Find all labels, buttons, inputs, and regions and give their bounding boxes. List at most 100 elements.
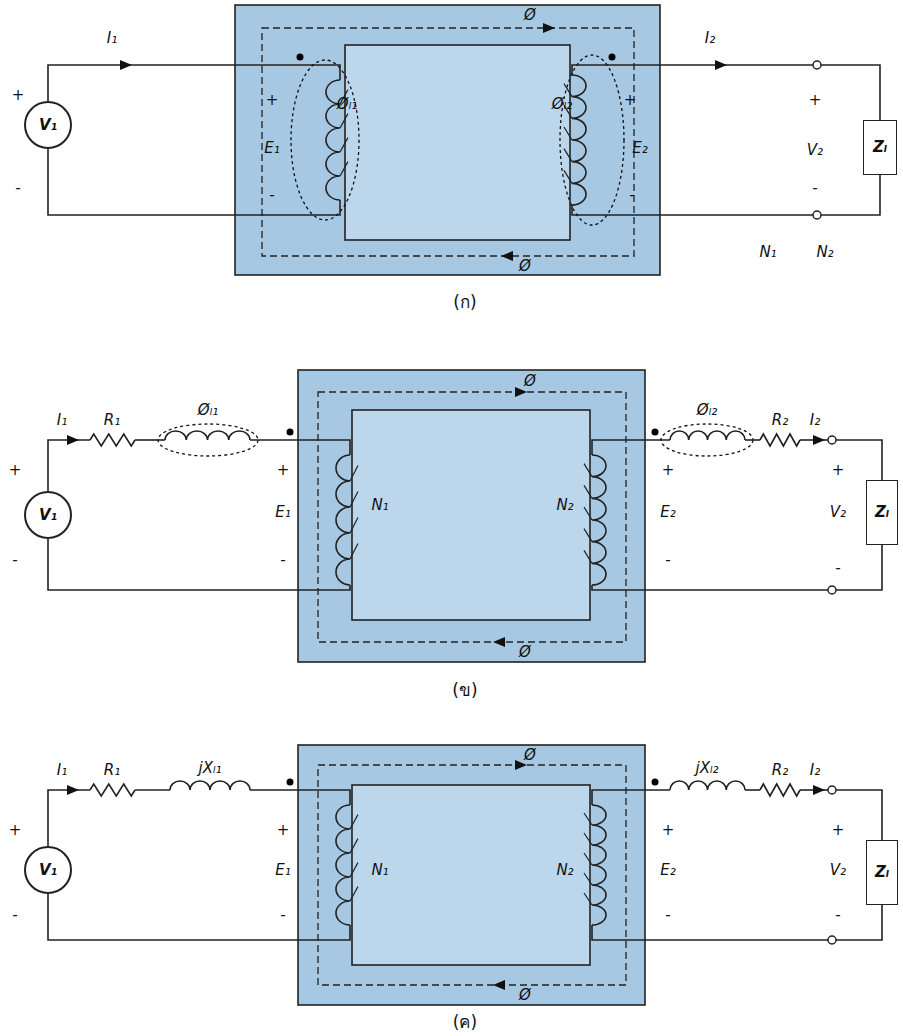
- winding-coil: [350, 543, 358, 559]
- load-impedance: Zₗ: [866, 840, 898, 905]
- symbol-label: E₁: [264, 141, 280, 156]
- wire: [821, 65, 880, 120]
- winding-coil: [584, 853, 592, 865]
- wire: [592, 925, 828, 940]
- winding-coil: [340, 138, 348, 152]
- leakage-flux: [560, 55, 624, 225]
- winding-coil: [584, 485, 592, 498]
- wire: [745, 439, 760, 441]
- winding-coil: [584, 507, 592, 520]
- wire: [836, 905, 882, 940]
- voltage-source: V₁: [24, 846, 72, 894]
- symbol-label: +: [9, 463, 22, 478]
- inductor-symbol: [165, 431, 250, 440]
- winding-coil: [564, 149, 572, 162]
- winding-coil: [572, 75, 586, 205]
- terminal: [828, 436, 836, 444]
- symbol-label: Øₗ₂: [697, 403, 717, 418]
- winding-coil: [584, 529, 592, 542]
- symbol-label: E₂: [660, 863, 676, 878]
- wire: [48, 894, 350, 940]
- arrow-head: [543, 23, 555, 33]
- panel-caption: (ข): [452, 682, 477, 699]
- wire: [572, 205, 813, 215]
- wire: [48, 149, 340, 215]
- terminal: [813, 61, 821, 69]
- wire: [250, 790, 350, 805]
- symbol-label: -: [280, 908, 285, 923]
- winding-coil: [340, 114, 348, 128]
- wire: [135, 789, 170, 791]
- symbol-label: Ø: [519, 988, 531, 1003]
- symbol-label: Øₗ₁: [337, 97, 357, 112]
- terminal: [828, 936, 836, 944]
- wire: [48, 790, 90, 846]
- winding-coil: [592, 805, 606, 925]
- symbol-label: I₂: [705, 31, 715, 46]
- winding-coil: [336, 455, 350, 585]
- wire: [48, 539, 350, 590]
- polarity-dot: [652, 779, 659, 786]
- symbol-label: R₂: [772, 763, 788, 778]
- arrow-head: [67, 435, 79, 445]
- symbol-label: R₁: [104, 763, 120, 778]
- symbol-label: E₁: [275, 863, 291, 878]
- winding-coil: [350, 887, 358, 901]
- winding-coil: [350, 491, 358, 507]
- symbol-label: I₂: [810, 763, 820, 778]
- symbol-label: N₂: [816, 245, 833, 260]
- symbol-label: -: [665, 553, 670, 568]
- symbol-label: jXₗ₁: [199, 761, 222, 776]
- symbol-label: I₁: [107, 31, 117, 46]
- terminal: [828, 786, 836, 794]
- core-window: [352, 410, 590, 620]
- inductor-symbol: [670, 431, 745, 440]
- symbol-label: +: [277, 463, 290, 478]
- symbol-label: +: [624, 93, 637, 108]
- symbol-label: jXₗ₂: [696, 761, 719, 776]
- node-label: Zₗ: [873, 138, 887, 156]
- symbol-label: I₂: [810, 413, 820, 428]
- transformer-core: [298, 745, 645, 1005]
- symbol-label: -: [269, 188, 274, 203]
- terminal: [813, 211, 821, 219]
- symbol-label: V₂: [830, 505, 846, 520]
- arrow-head: [515, 387, 527, 397]
- core-window: [345, 45, 570, 240]
- wire: [836, 545, 882, 590]
- winding-coil: [584, 833, 592, 845]
- symbol-label: -: [812, 181, 817, 196]
- leakage-flux: [291, 60, 359, 220]
- symbol-label: -: [280, 553, 285, 568]
- arrow-head: [493, 980, 505, 990]
- symbol-label: V₂: [830, 863, 846, 878]
- polarity-dot: [652, 429, 659, 436]
- winding-coil: [564, 127, 572, 140]
- winding-coil: [584, 873, 592, 885]
- node-label: Zₗ: [875, 863, 889, 881]
- symbol-label: E₂: [660, 505, 676, 520]
- symbol-label: Øₗ₂: [552, 97, 572, 112]
- winding-coil: [336, 805, 350, 925]
- arrow-head: [715, 60, 727, 70]
- voltage-source: V₁: [24, 491, 72, 539]
- core-window: [352, 785, 590, 965]
- symbol-label: -: [665, 908, 670, 923]
- resistor-symbol: [90, 434, 135, 446]
- symbol-label: -: [835, 908, 840, 923]
- winding-coil: [584, 893, 592, 905]
- voltage-source: V₁: [24, 101, 72, 149]
- arrow-head: [67, 785, 79, 795]
- panel-caption: (ค): [453, 1014, 477, 1031]
- node-label: V₁: [39, 506, 57, 524]
- symbol-label: +: [12, 88, 25, 103]
- polarity-dot: [297, 54, 304, 61]
- polarity-dot: [609, 54, 616, 61]
- winding-coil: [350, 465, 358, 481]
- symbol-label: Øₗ₁: [198, 403, 218, 418]
- symbol-label: Ø: [524, 748, 536, 763]
- mutual-flux-path: [262, 28, 634, 256]
- load-impedance: Zₗ: [863, 120, 897, 175]
- symbol-label: R₂: [772, 413, 788, 428]
